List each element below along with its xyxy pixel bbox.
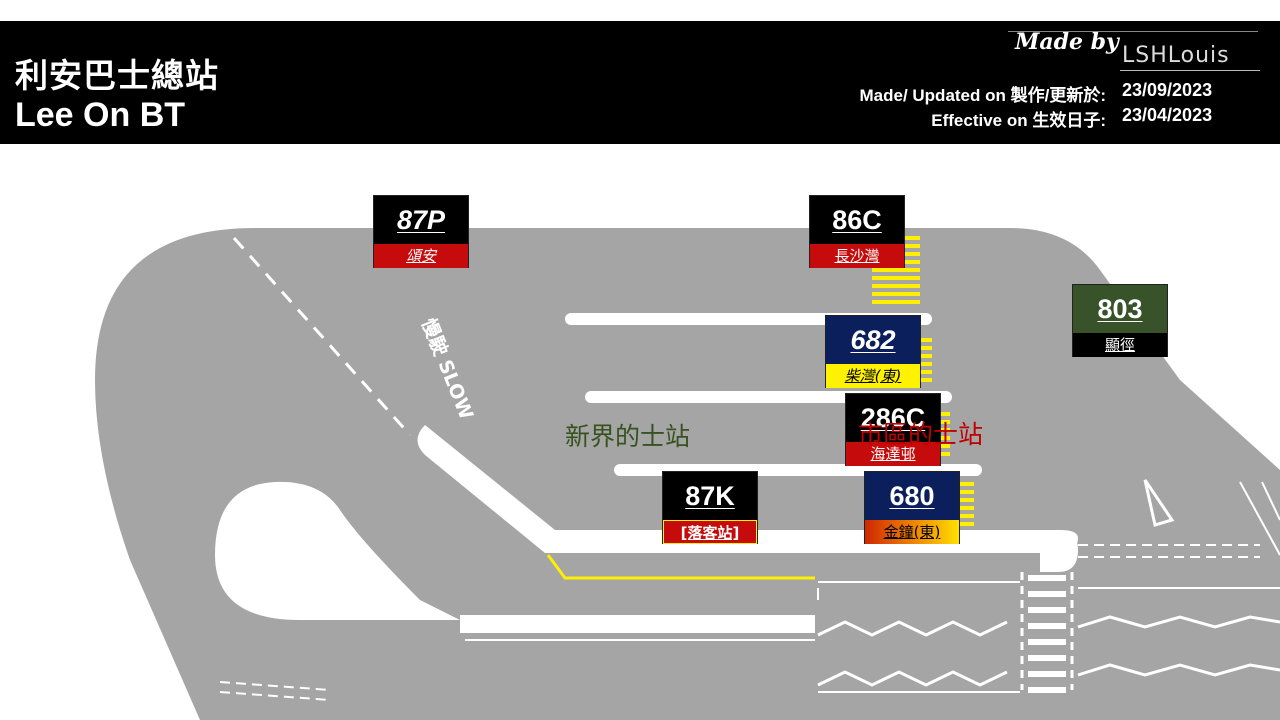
header-bar: 利安巴士總站 Lee On BT Made by LSHLouis Made/ … [0,21,1280,144]
route-number: 286C [860,403,926,433]
route-stop-803: 803 顯徑 [1072,284,1168,357]
signature-line [1008,31,1258,32]
terminus-name-english: Lee On BT [15,96,186,134]
zebra-crossing [1028,575,1066,693]
signature-underline [1120,70,1260,71]
terminus-name-chinese: 利安巴士總站 [15,56,219,95]
nt-taxi-stand-label: 新界的士站 [565,422,691,451]
route-destination: 柴灣(東) [826,364,920,388]
made-by-label: Made by [1015,29,1119,55]
route-destination: 顯徑 [1073,333,1167,357]
author-signature: LSHLouis [1122,43,1230,68]
taxi-stand-line [546,554,815,580]
direction-arrow [1143,479,1175,527]
route-number: 87K [685,481,735,511]
lane-dashed-line [232,237,412,436]
route-destination: 頌安 [374,244,468,268]
updated-label: Made/ Updated on 製作/更新於: [859,86,1107,105]
divider-cap [1040,530,1078,572]
route-destination: 長沙灣 [810,244,904,268]
route-stop-87P: 87P 頌安 [373,195,469,268]
route-stop-680: 680 金鐘(東) [864,471,960,544]
road-edge-lines [219,481,1280,701]
loop-island [215,481,460,620]
route-stop-286C: 286C 海達邨 [845,393,941,466]
route-destination: 海達邨 [846,442,940,466]
route-number: 682 [850,325,896,355]
updated-date: 23/09/2023 [1122,80,1213,100]
route-number: 803 [1097,294,1143,324]
route-stop-87K: 87K [落客站] [662,471,758,544]
effective-date: 23/04/2023 [1122,105,1213,125]
route-number: 680 [889,481,935,511]
route-destination: [落客站] [663,520,757,544]
urban-taxi-stand-label: 市區的士站 [858,420,984,449]
route-stop-86C: 86C 長沙灣 [809,195,905,268]
route-destination: 金鐘(東) [865,520,959,544]
zigzag-markings [817,615,1280,687]
divider-island [417,425,1078,553]
effective-label: Effective on 生效日子: [931,111,1106,130]
lower-island [460,615,815,633]
route-stop-682: 682 柴灣(東) [825,315,921,388]
route-number: 86C [832,205,882,235]
route-number: 87P [396,205,446,235]
